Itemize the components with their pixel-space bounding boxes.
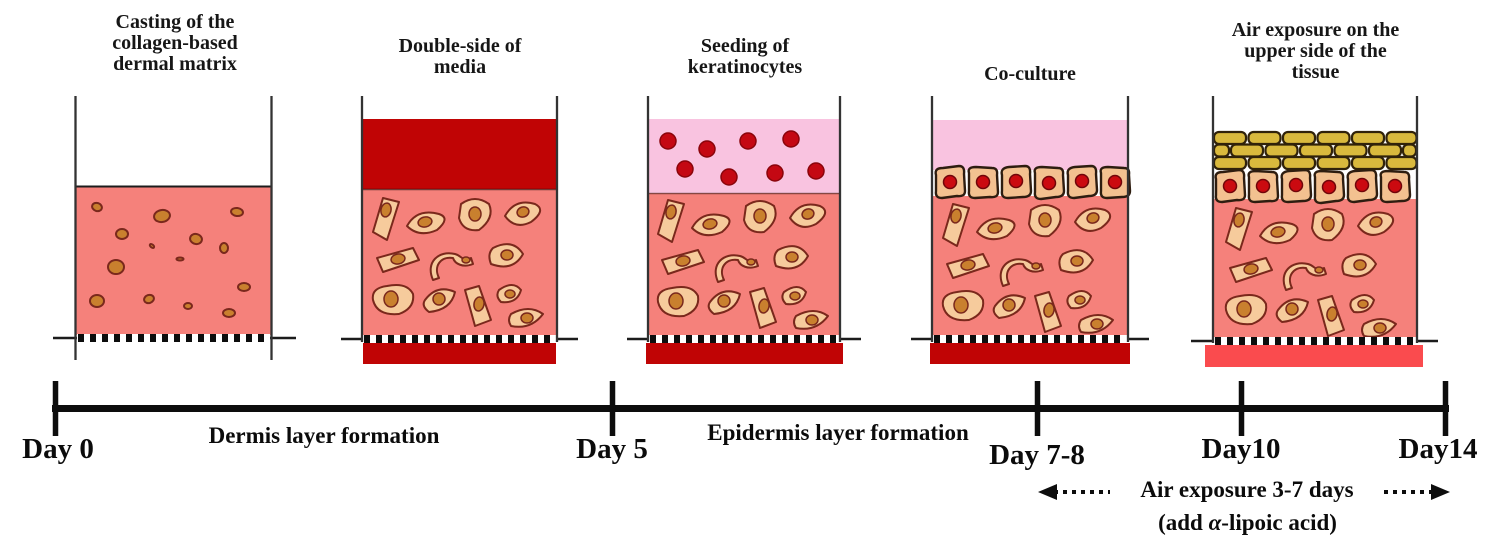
stage-title-line: Air exposure on the — [1231, 19, 1400, 41]
timeline-axis — [52, 381, 1449, 436]
timeline-day-label-2: Day 7-8 — [989, 439, 1085, 471]
stage-title-line: tissue — [1291, 61, 1340, 83]
stage-title-line: upper side of the — [1244, 40, 1387, 62]
stage-title-line: Double-side of — [398, 35, 522, 57]
stage-title-line: dermal matrix — [113, 53, 237, 75]
timeline-day-label-3: Day10 — [1201, 433, 1281, 465]
stage-title-seeding: Seeding of keratinocytes — [645, 36, 845, 78]
stage-title-casting: Casting of the collagen-based dermal mat… — [75, 12, 275, 75]
seeded-keratinocytes — [659, 130, 825, 186]
phase-label-epidermis-formation: Epidermis layer formation — [707, 420, 969, 445]
phase-label-dermis-formation: Dermis layer formation — [208, 423, 440, 448]
left-dotted-arrow-icon — [1038, 484, 1110, 500]
well-2-double-side-media — [341, 96, 578, 364]
stage-title-line: Seeding of — [700, 35, 790, 57]
air-exposure-duration-label: Air exposure 3-7 days — [1140, 477, 1354, 502]
stage-title-line: keratinocytes — [687, 56, 803, 78]
well-3-seeding-keratinocytes — [627, 96, 861, 364]
stage-title-co-culture: Co-culture — [930, 64, 1130, 85]
well-5-air-exposure — [1191, 96, 1438, 367]
note-text: -lipoic acid) — [1221, 510, 1337, 535]
timeline-day-label-1: Day 5 — [576, 433, 648, 465]
alpha-lipoic-acid-note: (add α-lipoic acid) — [1125, 510, 1370, 536]
timeline-day-label-4: Day14 — [1398, 433, 1478, 465]
matrix-particles — [89, 201, 251, 318]
well-1-casting — [53, 96, 296, 360]
stage-title-line: collagen-based — [112, 32, 238, 54]
note-text: (add — [1158, 510, 1209, 535]
well-4-co-culture — [911, 96, 1149, 364]
stage-title-line: media — [433, 56, 487, 78]
stage-title-double-side-media: Double-side of media — [360, 36, 560, 78]
stage-title-line: Co-culture — [984, 63, 1076, 85]
timeline-day-label-0: Day 0 — [22, 433, 94, 465]
stage-title-air-exposure: Air exposure on the upper side of the ti… — [1203, 20, 1428, 83]
stage-title-line: Casting of the — [115, 11, 235, 33]
right-dotted-arrow-icon — [1384, 484, 1450, 500]
alpha-symbol: α — [1208, 510, 1222, 535]
